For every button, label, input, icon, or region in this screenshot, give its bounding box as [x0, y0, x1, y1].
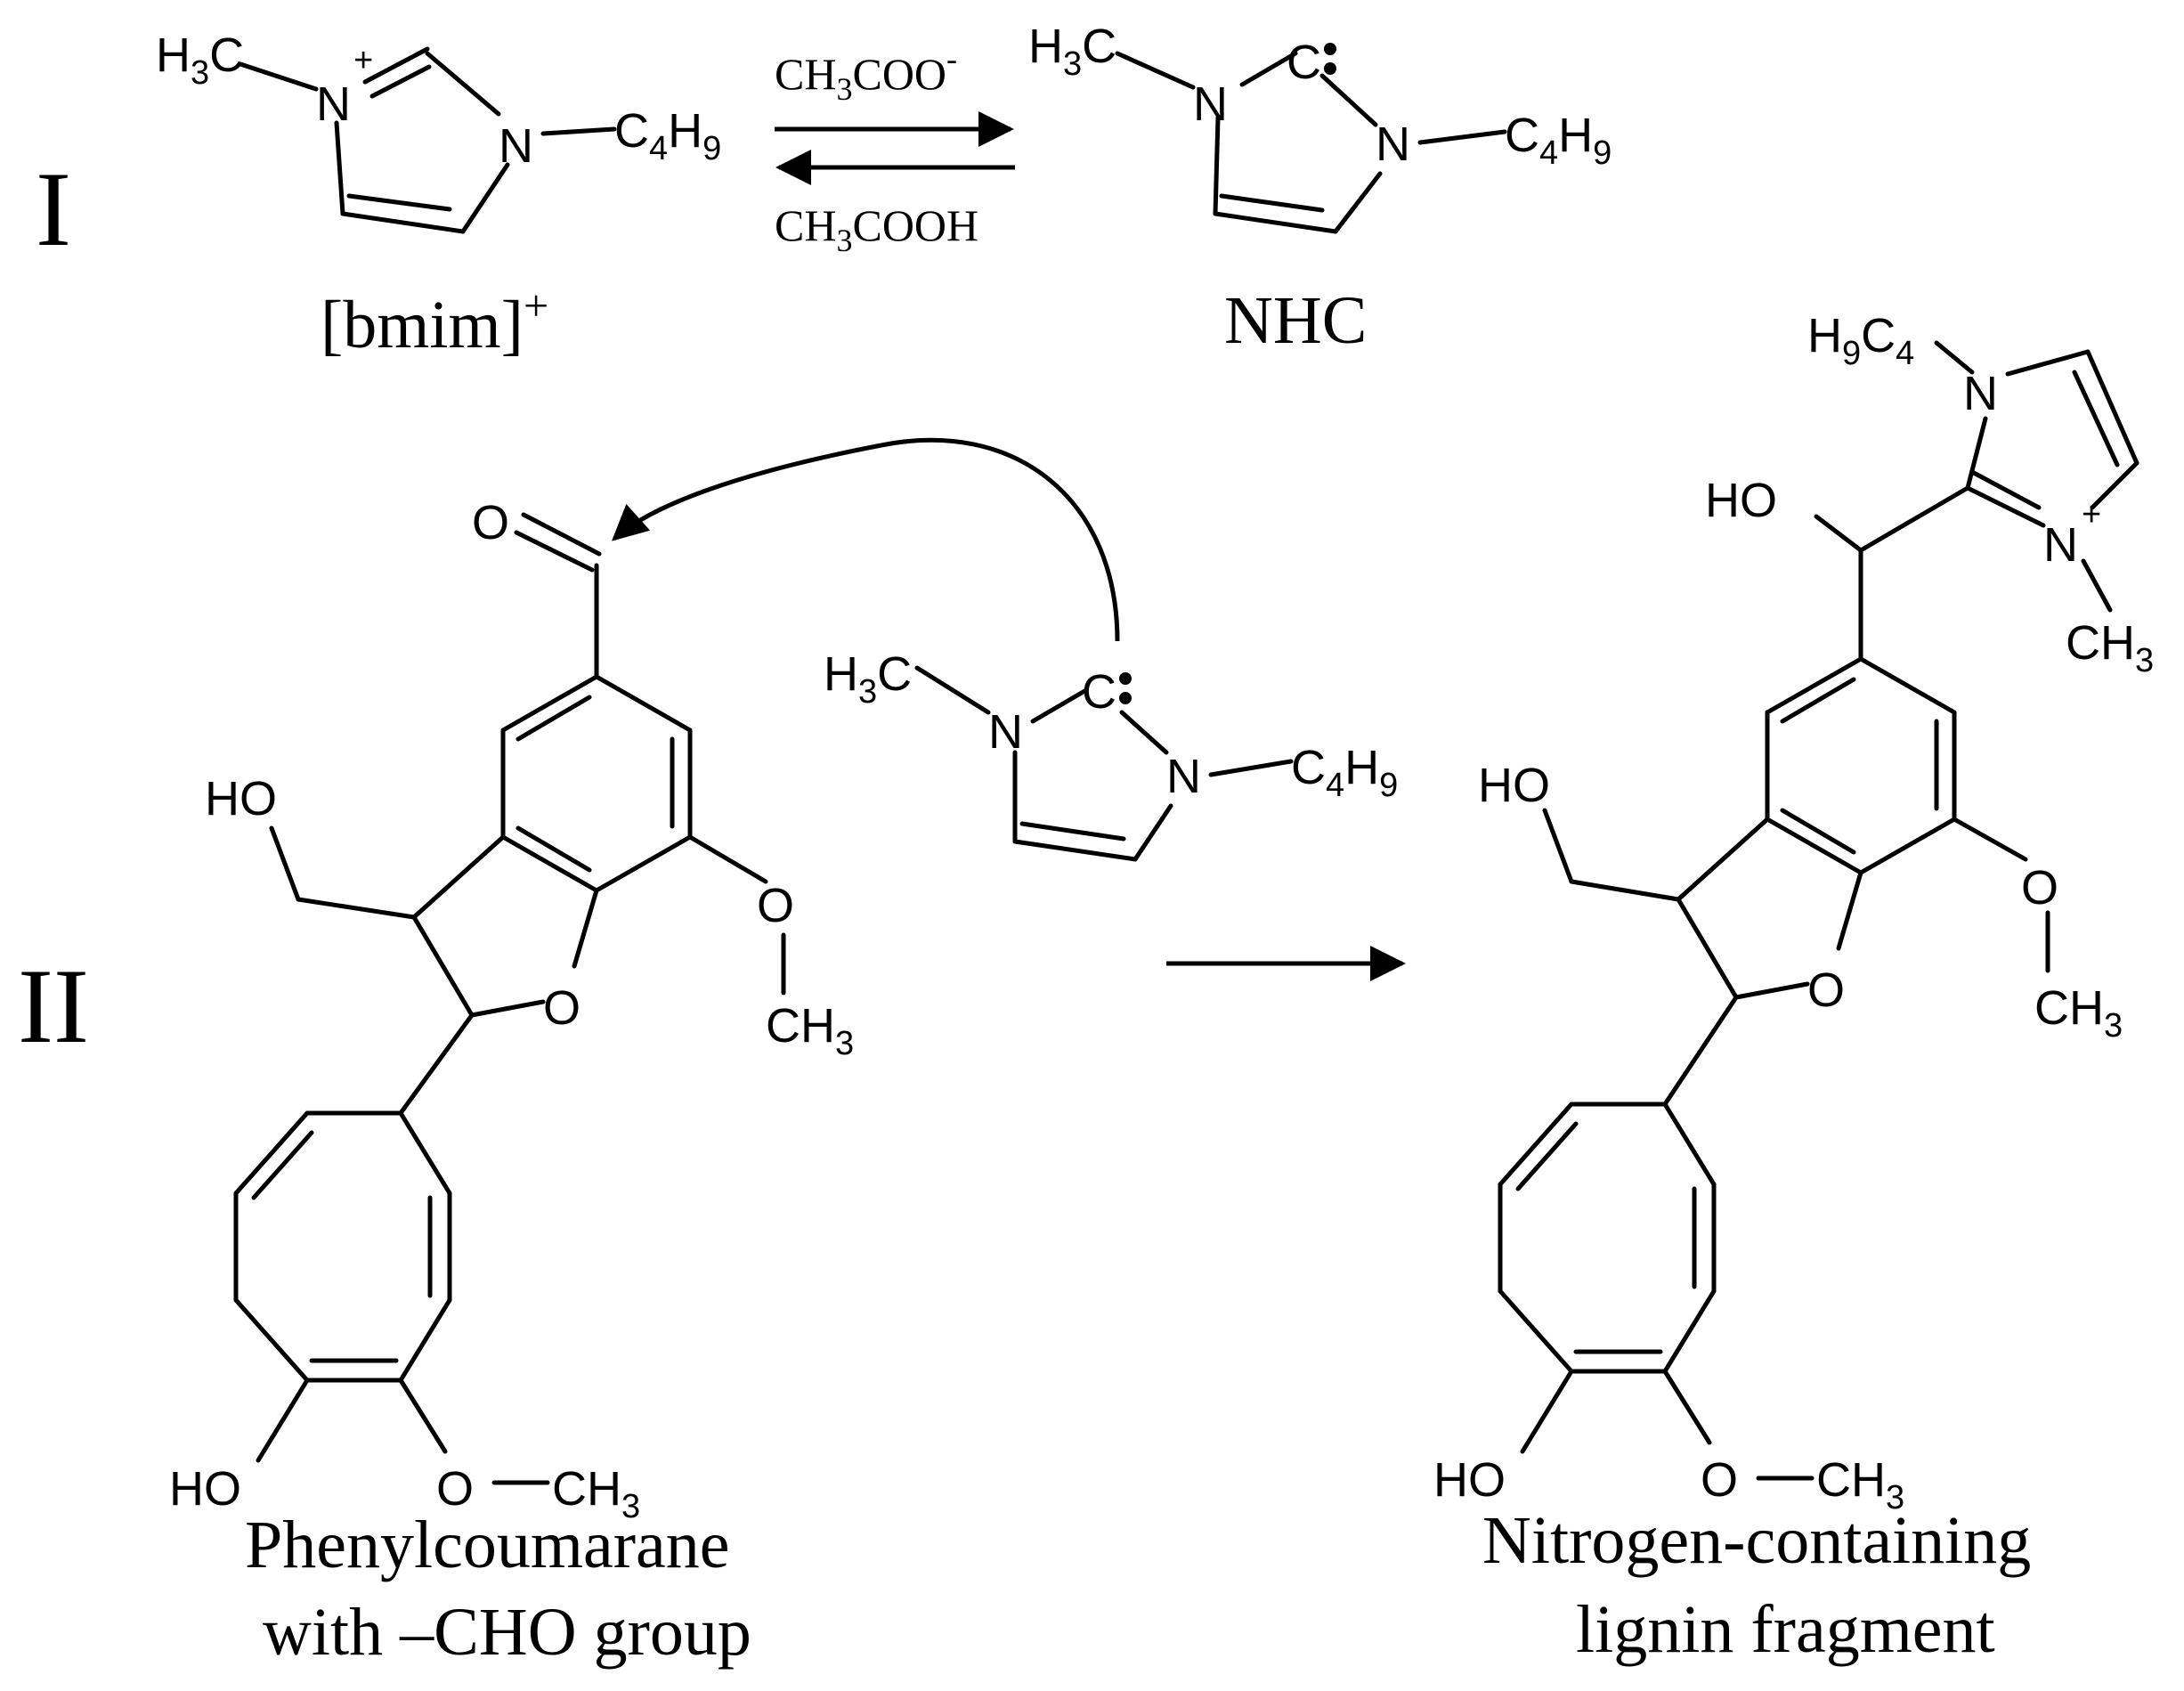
row-label-I: I: [36, 150, 71, 268]
nitrogen-label: N: [988, 705, 1023, 759]
oxygen-label: O: [436, 1462, 474, 1516]
oxygen-label: O: [472, 496, 509, 549]
methyl-label: H3C: [156, 28, 244, 92]
hydroxyl-label: HO: [169, 1462, 241, 1516]
nitrogen-label: N: [499, 119, 533, 173]
butyl-label: H9C4: [1807, 309, 1914, 372]
nhc-attacking-structure: H3C N C N C4H9: [824, 647, 1398, 862]
positive-charge-label: +: [353, 42, 373, 79]
methyl-label: CH3: [766, 999, 854, 1062]
product-name-line2: lignin fragment: [1576, 1592, 1995, 1667]
row-label-II: II: [18, 947, 89, 1065]
nhc-label: NHC: [1224, 283, 1367, 358]
hydroxyl-label: HO: [1433, 1453, 1506, 1507]
nhc-structure: H3C N C N C4H9: [1028, 20, 1612, 234]
methyl-label: CH3: [2034, 981, 2123, 1045]
reactant-name-line2: with –CHO group: [263, 1595, 751, 1670]
oxygen-label: O: [2021, 861, 2058, 915]
hydroxyl-label: HO: [1478, 759, 1550, 812]
lone-pair-dot: [1119, 672, 1132, 685]
nitrogen-label: N: [1193, 77, 1228, 131]
butyl-label: C4H9: [1291, 741, 1398, 804]
equilibrium-arrows: [775, 111, 1015, 185]
bmim-cation-structure: H3C N + N C4H9: [156, 28, 721, 234]
methyl-label: CH3: [552, 1462, 640, 1525]
lone-pair-dot: [1324, 62, 1336, 75]
nitrogen-label: N: [316, 77, 351, 131]
product-name-line1: Nitrogen-containing: [1482, 1503, 2031, 1578]
bmim-label: [bmim]+: [321, 280, 548, 362]
nitrogen-label: N: [2043, 518, 2078, 572]
methyl-label: CH3: [2066, 616, 2154, 679]
acetic-acid-reagent-label: CH3COOH: [775, 200, 978, 258]
oxygen-label: O: [1701, 1453, 1738, 1507]
butyl-label: C4H9: [1505, 109, 1612, 172]
nitrogen-label: N: [1963, 367, 1998, 420]
carbene-carbon-label: C: [1287, 36, 1321, 89]
lone-pair-dot: [1324, 43, 1336, 55]
nitrogen-label: N: [1166, 750, 1201, 803]
hydroxyl-label: HO: [1705, 474, 1777, 527]
acetate-reagent-label: CH3COO-: [775, 41, 957, 107]
butyl-label: C4H9: [614, 104, 721, 167]
methyl-label: H3C: [824, 647, 912, 711]
positive-charge-label: +: [2082, 496, 2101, 533]
ring-oxygen-label: O: [1807, 963, 1845, 1017]
hydroxyl-label: HO: [205, 772, 277, 825]
lone-pair-dot: [1119, 692, 1132, 704]
methyl-label: H3C: [1028, 20, 1116, 83]
nucleophilic-attack-arrow: [612, 437, 1120, 642]
methyl-label: CH3: [1816, 1453, 1904, 1516]
ring-oxygen-label: O: [543, 981, 581, 1035]
lignin-fragment-product-structure: H9C4 N N + CH3 HO O CH3 O HO HO O CH3: [1433, 309, 2154, 1516]
oxygen-label: O: [757, 879, 794, 932]
reactant-name-line1: Phenylcoumarane: [245, 1508, 729, 1582]
phenylcoumarane-structure: O O CH3 O HO HO O CH3: [169, 496, 854, 1525]
nitrogen-label: N: [1376, 118, 1410, 171]
carbene-carbon-label: C: [1082, 665, 1116, 719]
